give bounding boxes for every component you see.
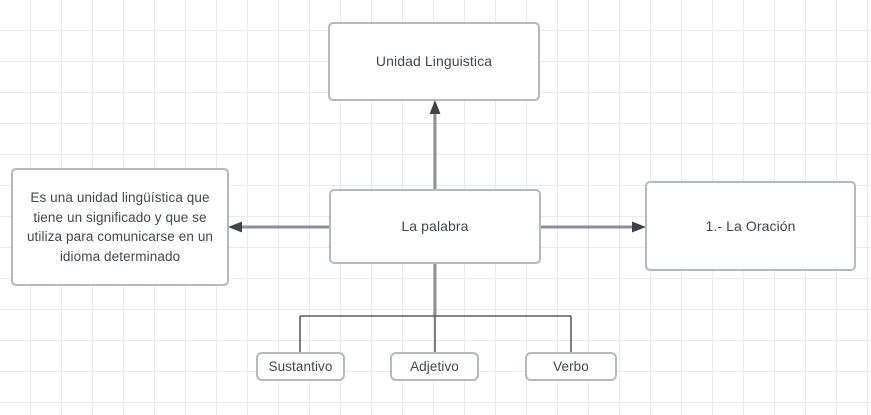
edge-palabra-to-definicion xyxy=(228,221,329,233)
node-label: Es una unidad lingüística que tiene un s… xyxy=(26,190,214,264)
node-label: Sustantivo xyxy=(268,359,333,374)
node-sustantivo[interactable]: Sustantivo xyxy=(256,352,345,381)
node-unidad-linguistica[interactable]: Unidad Linguistica xyxy=(328,22,540,101)
node-label: Verbo xyxy=(553,359,589,374)
node-la-palabra[interactable]: La palabra xyxy=(329,189,541,264)
node-label: La palabra xyxy=(401,218,469,234)
node-label: 1.- La Oración xyxy=(705,217,796,234)
node-verbo[interactable]: Verbo xyxy=(525,352,617,381)
node-label: Adjetivo xyxy=(410,359,459,374)
edge-palabra-to-oracion xyxy=(541,221,646,233)
node-definicion-palabra[interactable]: Es una unidad lingüística que tiene un s… xyxy=(11,168,229,286)
node-la-oracion[interactable]: 1.- La Oración xyxy=(645,181,856,271)
node-adjetivo[interactable]: Adjetivo xyxy=(390,352,479,381)
edge-palabra-to-children xyxy=(299,264,572,352)
node-label: Unidad Linguistica xyxy=(375,53,493,69)
edge-palabra-to-unidad xyxy=(429,100,441,189)
